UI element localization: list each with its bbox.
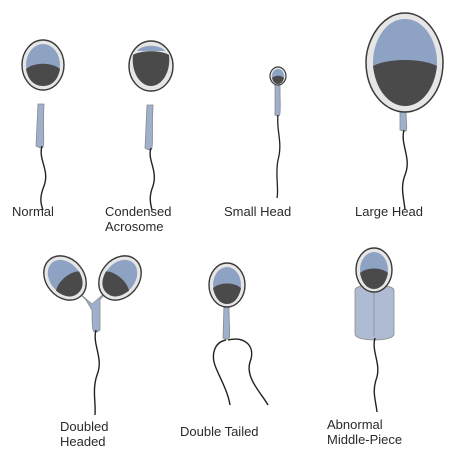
double-tailed-sperm-icon <box>209 263 268 405</box>
doubled-headed-sperm-icon <box>35 247 150 415</box>
abnormal-middle-piece-sperm-icon <box>355 248 394 412</box>
normal-label: Normal <box>12 204 54 219</box>
double-tailed-label: Double Tailed <box>180 424 259 439</box>
condensed-acrosome-label: Condensed Acrosome <box>105 204 175 234</box>
small-head-label: Small Head <box>224 204 291 219</box>
normal-sperm-icon <box>22 40 64 210</box>
large-head-label: Large Head <box>355 204 423 219</box>
abnormal-middle-piece-label: Abnormal Middle-Piece <box>327 417 402 447</box>
doubled-headed-label: Doubled Headed <box>60 419 112 449</box>
large-head-sperm-icon <box>366 13 443 210</box>
condensed-acrosome-sperm-icon <box>129 41 173 210</box>
small-head-sperm-icon <box>270 67 286 198</box>
